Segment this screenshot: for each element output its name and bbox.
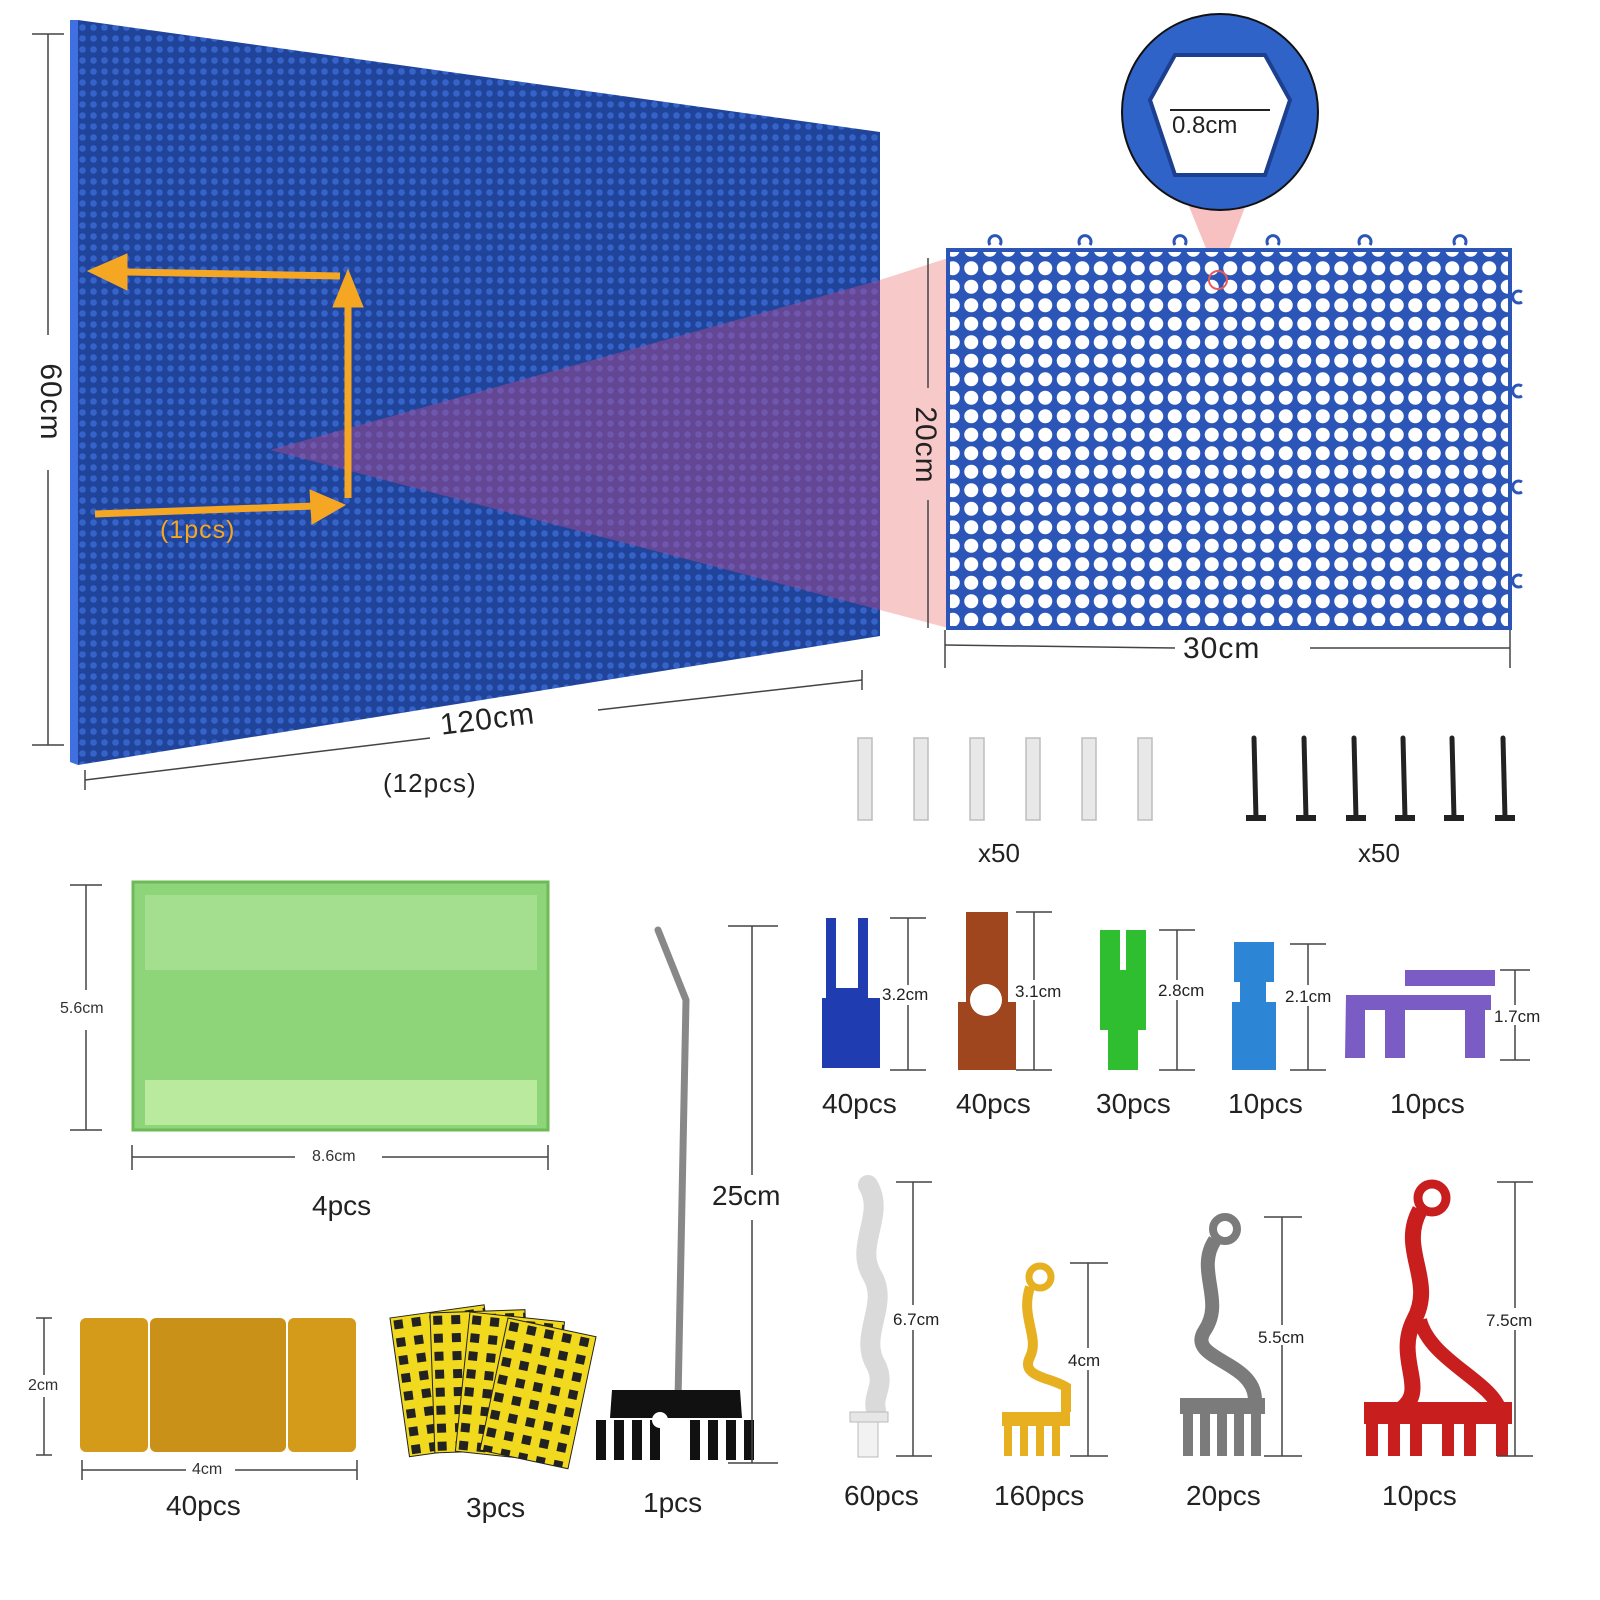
rod-length-label: 25cm — [712, 1180, 781, 1211]
tile-width-label: 30cm — [1183, 632, 1261, 665]
plate-height-label: 2cm — [28, 1377, 59, 1394]
anchors-count: x50 — [978, 838, 1020, 868]
plate-width-label: 4cm — [192, 1461, 223, 1478]
rod-count-label: 1pcs — [643, 1487, 703, 1518]
clip-size-label: 3.1cm — [1015, 982, 1062, 1001]
hook-size-label: 7.5cm — [1486, 1311, 1533, 1330]
bin-width-label: 8.6cm — [312, 1148, 356, 1165]
hole-size-label: 0.8cm — [1172, 112, 1238, 139]
clip-size-label: 2.8cm — [1158, 981, 1205, 1000]
clip-size-label: 1.7cm — [1494, 1007, 1541, 1026]
hook-count-label: 160pcs — [994, 1480, 1085, 1511]
hook-size-label: 4cm — [1068, 1351, 1101, 1370]
hook-count-label: 20pcs — [1186, 1480, 1261, 1511]
stickers-count-label: 3pcs — [466, 1492, 526, 1523]
clip-count-label: 40pcs — [956, 1088, 1031, 1119]
plate-count-label: 40pcs — [166, 1490, 241, 1521]
bin-count-label: 4pcs — [312, 1190, 372, 1221]
hook-size-label: 5.5cm — [1258, 1328, 1305, 1347]
tile-count-label: (1pcs) — [160, 516, 236, 544]
bin-height-label: 5.6cm — [60, 1000, 104, 1017]
clip-size-label: 2.1cm — [1285, 987, 1332, 1006]
clip-count-label: 40pcs — [822, 1088, 897, 1119]
hook-count-label: 10pcs — [1382, 1480, 1457, 1511]
clip-count-label: 10pcs — [1228, 1088, 1303, 1119]
clip-count-label: 30pcs — [1096, 1088, 1171, 1119]
clip-size-label: 3.2cm — [882, 985, 929, 1004]
board-count-label: (12pcs) — [383, 768, 477, 798]
hook-size-label: 6.7cm — [893, 1310, 940, 1329]
orange-arrows — [86, 253, 364, 525]
screws-count: x50 — [1358, 838, 1400, 868]
hook-count-label: 60pcs — [844, 1480, 919, 1511]
clip-count-label: 10pcs — [1390, 1088, 1465, 1119]
